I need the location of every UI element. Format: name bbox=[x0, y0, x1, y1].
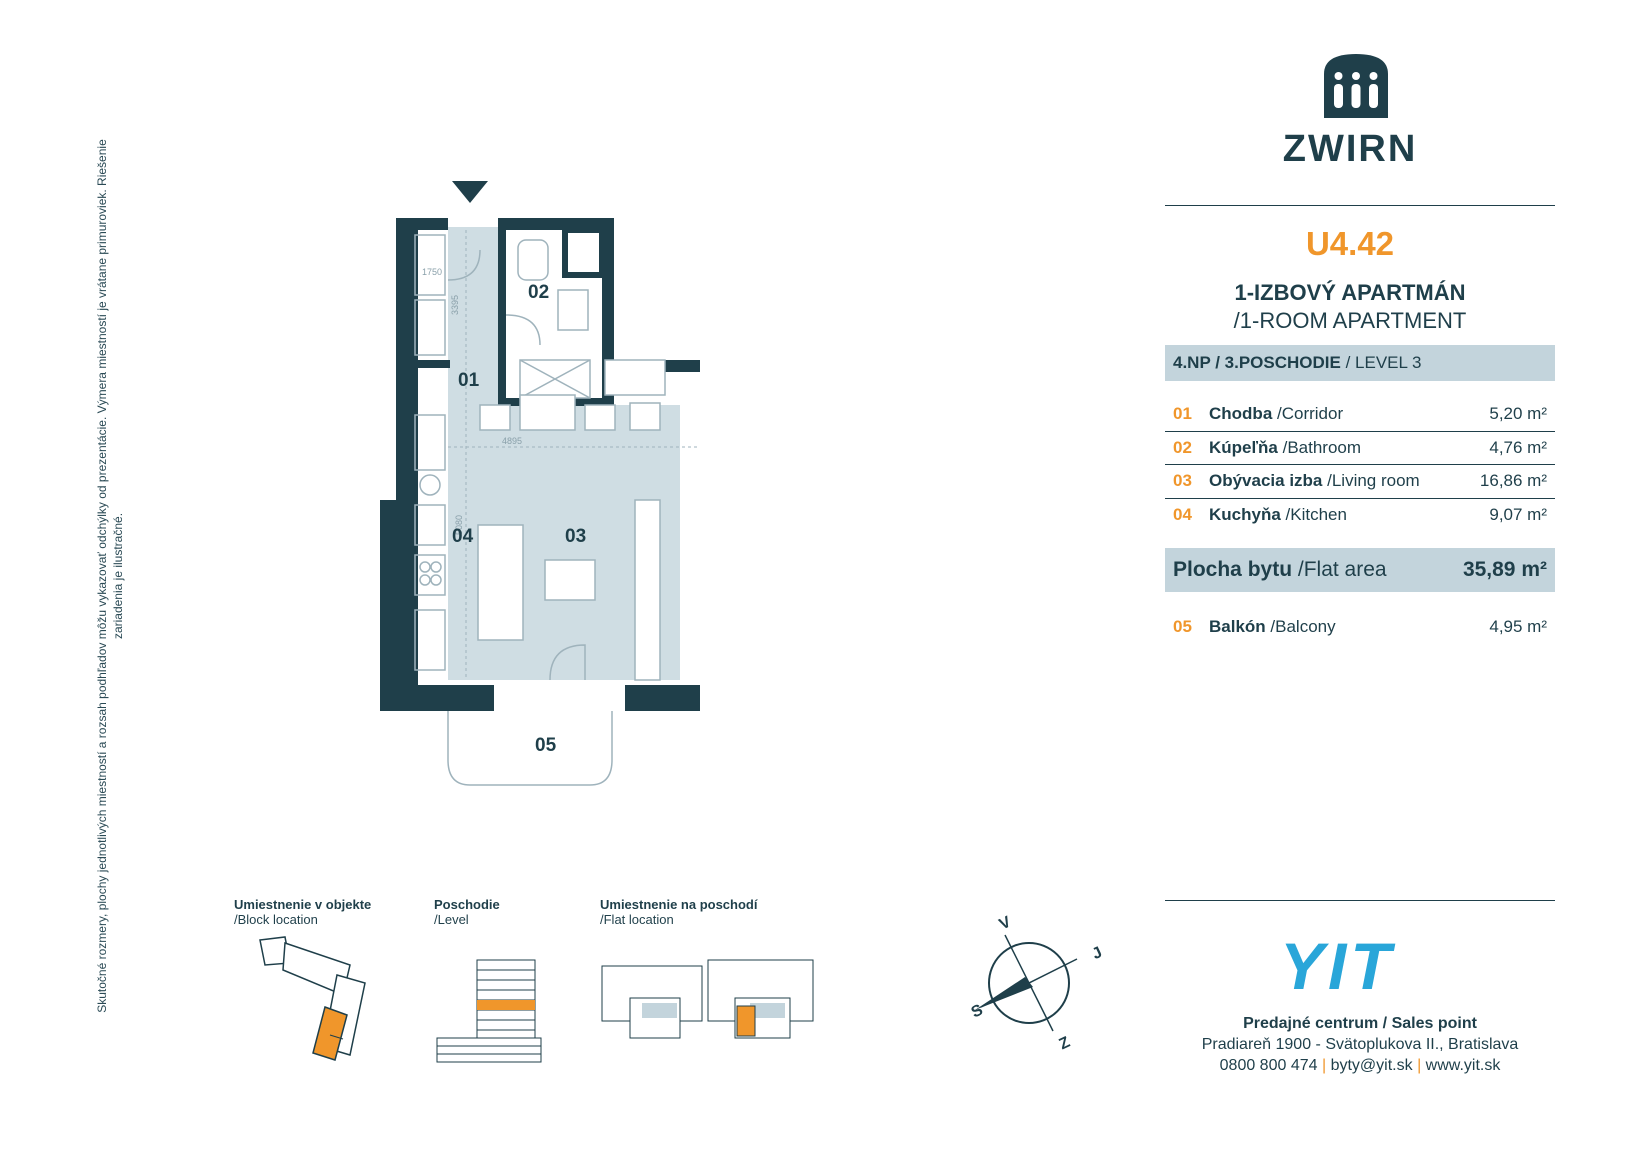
block-location-caption: Umiestnenie v objekte /Block location bbox=[234, 897, 371, 927]
room-label-03: 03 bbox=[565, 526, 586, 547]
level-sk: 4.NP / 3.POSCHODIE bbox=[1173, 353, 1341, 372]
room-area: 16,86 m² bbox=[1479, 471, 1547, 490]
room-name-sk: Obývacia izba bbox=[1209, 471, 1323, 490]
flat-location-caption: Umiestnenie na poschodí /Flat location bbox=[600, 897, 757, 927]
total-label-sk: Plocha bytu bbox=[1173, 558, 1293, 581]
room-name-sk: Kúpeľňa bbox=[1209, 438, 1278, 457]
room-label-01: 01 bbox=[458, 370, 480, 391]
room-area: 9,07 m² bbox=[1489, 505, 1547, 524]
compass-icon bbox=[975, 934, 1078, 1032]
dimension-label: 1750 bbox=[422, 267, 442, 277]
unit-type-en: /1-ROOM APARTMENT bbox=[1233, 308, 1467, 333]
room-label-05: 05 bbox=[535, 735, 557, 756]
room-name-en: /Kitchen bbox=[1280, 505, 1347, 524]
sales-address: Pradiareň 1900 - Svätoplukova II., Brati… bbox=[1201, 1036, 1519, 1053]
block-location-title: Umiestnenie v objekte bbox=[234, 897, 372, 912]
row-divider bbox=[1165, 431, 1555, 432]
room-name-sk: Chodba bbox=[1209, 404, 1273, 423]
room-name-sk: Balkón bbox=[1209, 617, 1266, 636]
disclaimer-text: Skutočné rozmery, plochy jednotlivých mi… bbox=[95, 139, 125, 1013]
sales-email[interactable]: byty@yit.sk bbox=[1330, 1057, 1413, 1074]
level-bar: 4.NP / 3.POSCHODIE / LEVEL 3 bbox=[1165, 345, 1555, 381]
balcony-row: 05 Balkón /Balcony 4,95 m² bbox=[1165, 610, 1555, 643]
room-label-04: 04 bbox=[452, 526, 474, 547]
unit-code: U4.42 bbox=[1305, 225, 1395, 262]
flat-location-sub: /Flat location bbox=[600, 912, 674, 927]
level-caption: Poschodie /Level bbox=[434, 897, 500, 927]
room-number: 04 bbox=[1173, 505, 1192, 524]
room-row: 01 Chodba /Corridor 5,20 m² bbox=[1165, 397, 1555, 430]
room-name-sk: Kuchyňa bbox=[1209, 505, 1281, 524]
room-number: 03 bbox=[1173, 471, 1192, 490]
brand-logo-text: ZWIRN bbox=[1282, 128, 1418, 170]
sales-phone[interactable]: 0800 800 474 bbox=[1219, 1057, 1318, 1074]
compass-label-j: J bbox=[1089, 943, 1105, 964]
dimension-label: 5080 bbox=[454, 515, 464, 535]
unit-type-sk: 1-IZBOVÝ APARTMÁN bbox=[1234, 280, 1466, 305]
flat-location-title: Umiestnenie na poschodí bbox=[600, 897, 758, 912]
room-row: 02 Kúpeľňa /Bathroom 4,76 m² bbox=[1165, 431, 1555, 464]
sales-title: Predajné centrum / Sales point bbox=[1243, 1015, 1477, 1032]
level-sub: /Level bbox=[434, 912, 469, 927]
divider bbox=[1165, 900, 1555, 901]
yit-logo: YIT bbox=[1280, 929, 1395, 1003]
building-arches-icon bbox=[1324, 54, 1388, 118]
room-name-en: /Corridor bbox=[1272, 404, 1344, 423]
flat-location-plan bbox=[601, 959, 814, 1039]
room-row: 03 Obývacia izba /Living room 16,86 m² bbox=[1165, 464, 1555, 497]
floor-plan: 1750 3395 4895 5080 01 02 03 04 05 bbox=[380, 181, 700, 786]
room-label-02: 02 bbox=[528, 282, 549, 303]
sales-contact: 0800 800 474 | byty@yit.sk | www.yit.sk bbox=[1219, 1057, 1501, 1074]
room-area: 5,20 m² bbox=[1489, 404, 1547, 423]
row-divider bbox=[1165, 498, 1555, 499]
room-number: 05 bbox=[1173, 617, 1192, 636]
room-number: 01 bbox=[1173, 404, 1192, 423]
block-location-map bbox=[259, 936, 366, 1061]
room-row: 04 Kuchyňa /Kitchen 9,07 m² bbox=[1165, 498, 1555, 531]
level-diagram bbox=[436, 959, 542, 1063]
room-number: 02 bbox=[1173, 438, 1192, 457]
divider bbox=[1165, 205, 1555, 206]
total-area: 35,89 m² bbox=[1462, 558, 1547, 581]
total-label-en: /Flat area bbox=[1292, 558, 1387, 581]
level-en: / LEVEL 3 bbox=[1340, 353, 1422, 372]
sales-web[interactable]: www.yit.sk bbox=[1425, 1057, 1501, 1074]
dimension-label: 3395 bbox=[450, 295, 460, 315]
room-name-en: /Living room bbox=[1322, 471, 1420, 490]
block-location-sub: /Block location bbox=[234, 912, 318, 927]
room-name-en: /Balcony bbox=[1265, 617, 1336, 636]
dimension-label: 4895 bbox=[502, 436, 522, 446]
room-name-en: /Bathroom bbox=[1277, 438, 1362, 457]
flat-area-total: Plocha bytu /Flat area 35,89 m² bbox=[1165, 548, 1555, 592]
entrance-arrow-icon bbox=[452, 181, 488, 203]
row-divider bbox=[1165, 464, 1555, 465]
room-area: 4,95 m² bbox=[1489, 617, 1547, 636]
room-area: 4,76 m² bbox=[1489, 438, 1547, 457]
level-title: Poschodie bbox=[434, 897, 500, 912]
